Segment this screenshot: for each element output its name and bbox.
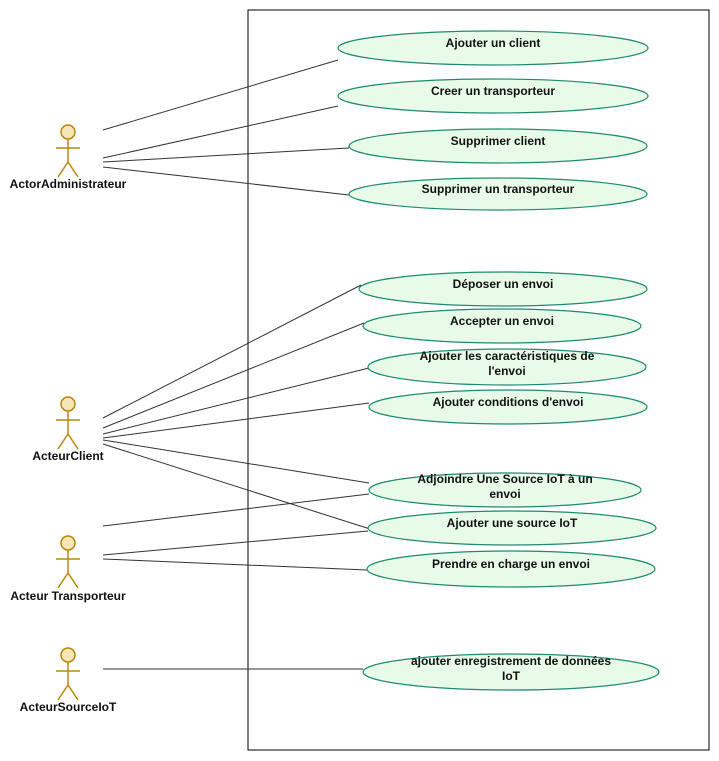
use-case-ellipse: [362, 653, 660, 691]
use-case-label: IoT: [502, 669, 521, 683]
use-case-uc8[interactable]: Ajouter conditions d'envoi: [368, 389, 648, 425]
use-case-label: Déposer un envoi: [453, 277, 554, 291]
use-case-label: Accepter un envoi: [450, 314, 554, 328]
use-case-label: Adjoindre Une Source IoT à un: [417, 472, 592, 486]
use-case-ellipse: [367, 510, 657, 546]
use-case-label: envoi: [489, 487, 520, 501]
use-case-label: Ajouter conditions d'envoi: [433, 395, 584, 409]
association-transporteur-uc9: [102, 493, 370, 527]
use-case-label: Ajouter un client: [446, 36, 541, 50]
association-transporteur-uc11: [102, 558, 368, 571]
use-case-uc7[interactable]: Ajouter les caractéristiques del'envoi: [367, 348, 647, 386]
association-client-uc10: [102, 443, 371, 530]
use-case-ellipse: [368, 472, 642, 508]
use-case-label: Ajouter les caractéristiques de: [420, 349, 595, 363]
actor-label: ActorAdministrateur: [10, 177, 127, 191]
association-admin-uc1: [102, 59, 339, 131]
use-case-uc2[interactable]: Creer un transporteur: [337, 78, 649, 114]
use-case-uc5[interactable]: Déposer un envoi: [358, 271, 648, 307]
use-case-uc10[interactable]: Ajouter une source IoT: [367, 510, 657, 546]
use-case-ellipse: [337, 30, 649, 66]
association-client-uc9: [102, 439, 370, 484]
use-case-uc11[interactable]: Prendre en charge un envoi: [366, 550, 656, 588]
actor-label: ActeurClient: [32, 449, 103, 463]
association-admin-uc2: [102, 105, 339, 159]
association-client-uc7: [102, 367, 370, 435]
use-case-label: Supprimer client: [451, 134, 546, 148]
use-case-label: Supprimer un transporteur: [422, 182, 575, 196]
actor-label: Acteur Transporteur: [10, 589, 126, 603]
association-client-uc5: [102, 284, 362, 419]
use-case-label: l'envoi: [488, 364, 526, 378]
use-case-label: Ajouter une source IoT: [447, 516, 578, 530]
association-admin-uc3: [102, 147, 350, 163]
use-case-uc3[interactable]: Supprimer client: [348, 128, 648, 164]
actor-transporteur[interactable]: Acteur Transporteur: [10, 535, 126, 603]
use-case-ellipse: [368, 389, 648, 425]
association-transporteur-uc10: [102, 530, 369, 556]
use-case-ellipse: [362, 308, 642, 344]
association-client-uc6: [102, 322, 365, 429]
associations-layer: [102, 59, 371, 670]
association-admin-uc4: [102, 166, 350, 196]
use-case-uc4[interactable]: Supprimer un transporteur: [348, 177, 648, 211]
actor-stick-figure-icon: [56, 647, 80, 701]
use-case-label: ajouter enregistrement de données: [411, 654, 611, 668]
use-case-ellipse: [348, 177, 648, 211]
use-case-label: Creer un transporteur: [431, 84, 555, 98]
actor-stick-figure-icon: [56, 535, 80, 589]
actor-stick-figure-icon: [56, 124, 80, 178]
use-case-ellipse: [337, 78, 649, 114]
actor-client[interactable]: ActeurClient: [32, 396, 104, 463]
actor-label: ActeurSourceIoT: [20, 700, 117, 714]
actor-stick-figure-icon: [56, 396, 80, 450]
association-client-uc8: [102, 402, 370, 439]
use-case-ellipse: [367, 348, 647, 386]
use-case-uc6[interactable]: Accepter un envoi: [362, 308, 642, 344]
use-case-uc1[interactable]: Ajouter un client: [337, 30, 649, 66]
actor-admin[interactable]: ActorAdministrateur: [10, 124, 127, 191]
use-case-ellipse: [366, 550, 656, 588]
use-case-ellipse: [358, 271, 648, 307]
use-case-label: Prendre en charge un envoi: [432, 557, 590, 571]
actor-iot[interactable]: ActeurSourceIoT: [20, 647, 117, 714]
use-case-ellipse: [348, 128, 648, 164]
